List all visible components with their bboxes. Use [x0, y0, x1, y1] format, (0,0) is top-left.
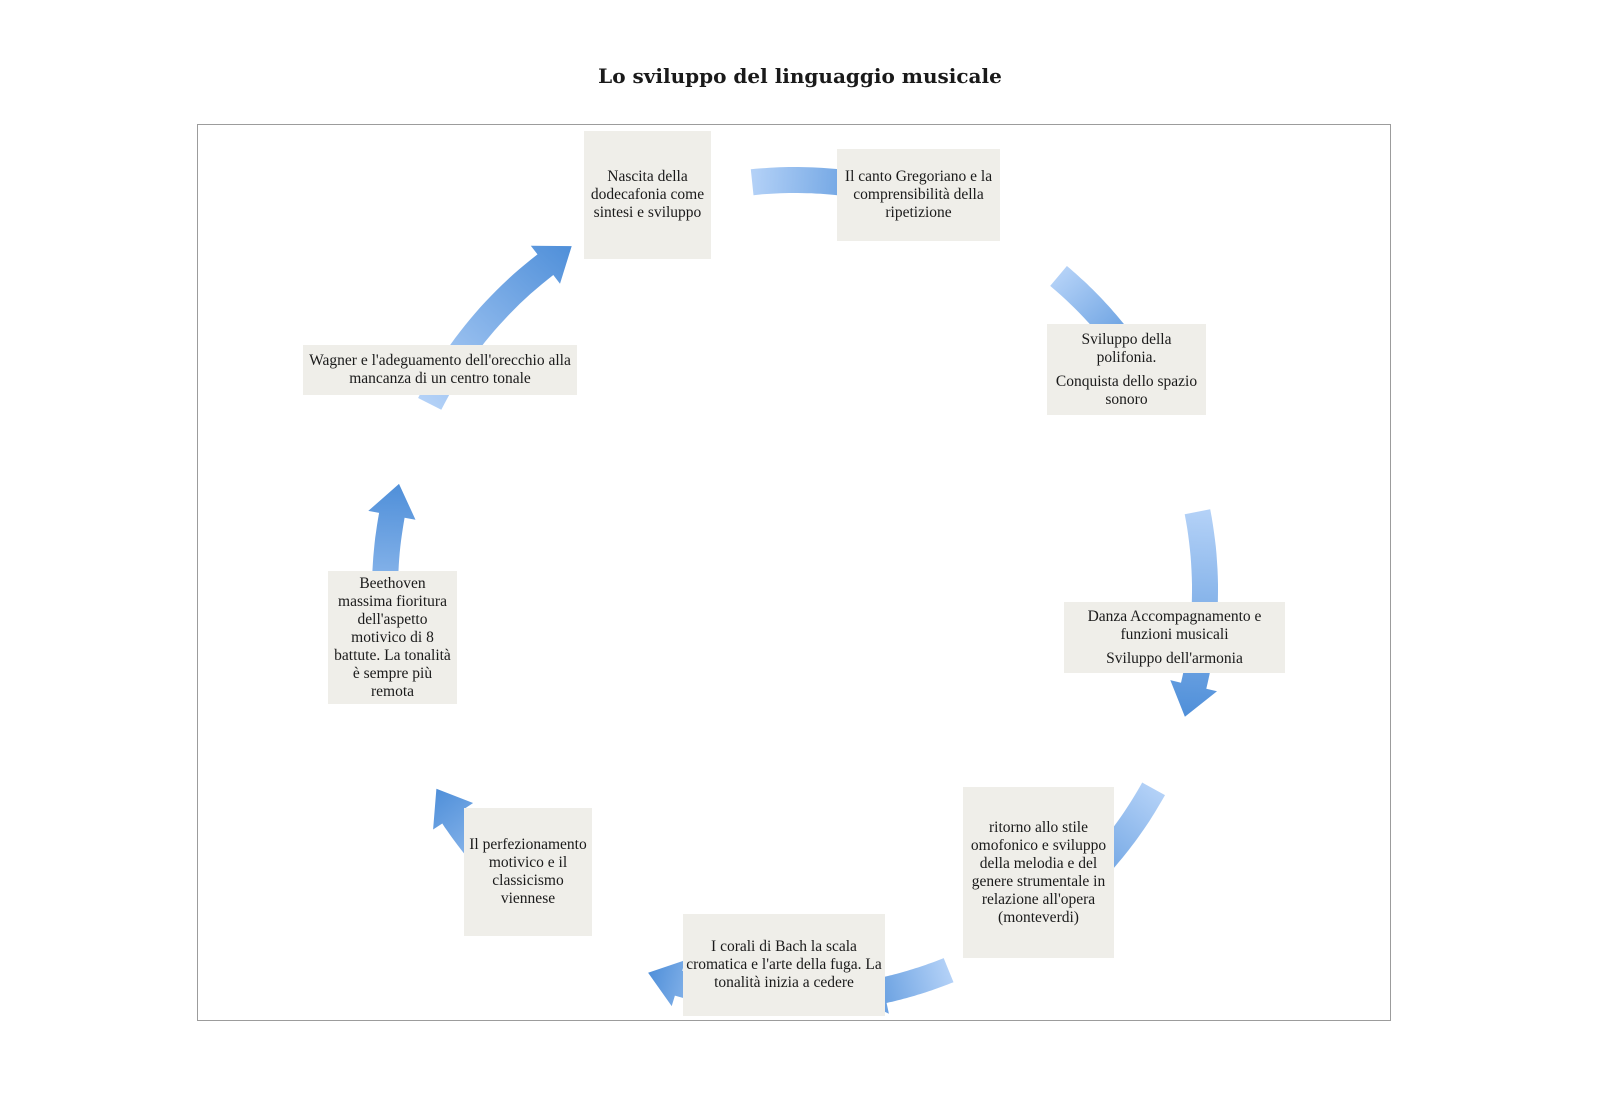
node-wagner: Wagner e l'adeguamento dell'orecchio all…: [303, 345, 577, 395]
node-dodecafonia-text: Nascita della dodecafonia come sintesi e…: [590, 168, 705, 221]
node-polifonia-text-2: Conquista dello spazio sonoro: [1055, 372, 1198, 408]
node-dodecafonia: Nascita della dodecafonia come sintesi e…: [584, 131, 711, 259]
node-danza-text-2: Sviluppo dell'armonia: [1106, 649, 1243, 667]
node-polifonia: Sviluppo della polifonia. Conquista dell…: [1047, 324, 1206, 415]
node-beethoven: Beethoven massima fioritura dell'aspetto…: [328, 571, 457, 704]
diagram-title: Lo sviluppo del linguaggio musicale: [598, 64, 1002, 88]
node-classicismo-text: Il perfezionamento motivico e il classic…: [469, 836, 587, 907]
node-gregoriano-text: Il canto Gregoriano e la comprensibilità…: [844, 168, 993, 221]
node-classicismo: Il perfezionamento motivico e il classic…: [464, 808, 592, 936]
node-danza: Danza Accompagnamento e funzioni musical…: [1064, 602, 1285, 673]
node-bach: I corali di Bach la scala cromatica e l'…: [683, 914, 885, 1016]
diagram-frame: [197, 124, 1391, 1021]
node-polifonia-text-1: Sviluppo della polifonia.: [1081, 330, 1172, 366]
node-omofonico: ritorno allo stile omofonico e sviluppo …: [963, 787, 1114, 958]
node-wagner-text: Wagner e l'adeguamento dell'orecchio all…: [309, 352, 571, 387]
node-beethoven-text: Beethoven massima fioritura dell'aspetto…: [334, 574, 451, 700]
node-gregoriano: Il canto Gregoriano e la comprensibilità…: [837, 149, 1000, 241]
node-omofonico-text: ritorno allo stile omofonico e sviluppo …: [970, 818, 1107, 926]
node-danza-text-1: Danza Accompagnamento e funzioni musical…: [1087, 607, 1262, 643]
node-bach-text: I corali di Bach la scala cromatica e l'…: [686, 938, 882, 991]
